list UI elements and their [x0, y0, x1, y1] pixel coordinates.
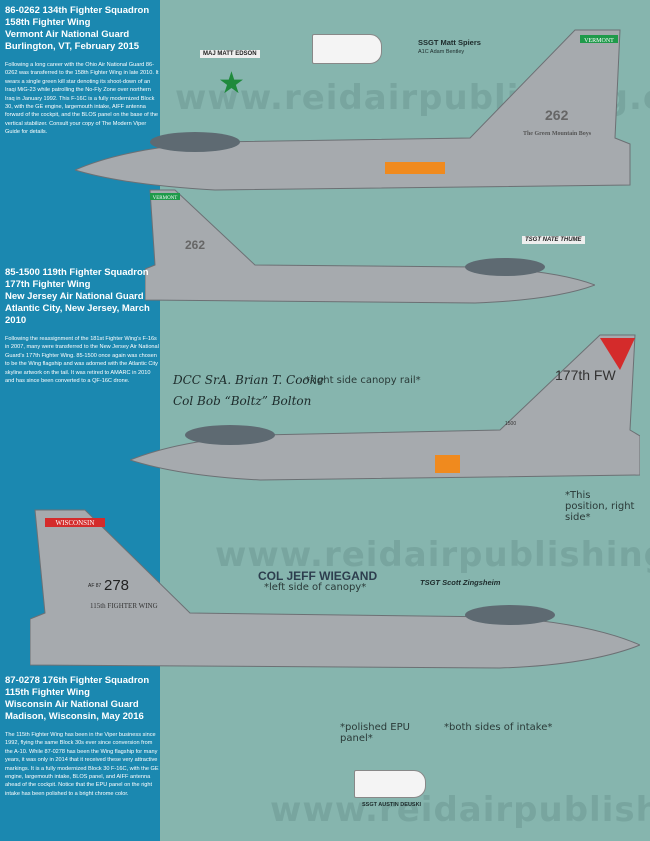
title-line: 158th Fighter Wing: [5, 17, 91, 28]
info-new-jersey: 85-1500 119th Fighter Squadron 177th Fig…: [5, 267, 160, 385]
canopy-rail-decal: [312, 34, 382, 64]
tail-motto: The Green Mountain Boys: [523, 131, 592, 137]
serial: 1500: [505, 421, 516, 427]
pilot-name-decal: TSGT NATE THUME: [522, 236, 585, 244]
title-line: New Jersey Air National Guard: [5, 291, 144, 302]
aircraft-wisconsin: WISCONSIN AF 87 278 115th FIGHTER WING: [30, 509, 640, 669]
tail-band-text: VERMONT: [153, 196, 178, 201]
placement-note: *This position, right side*: [565, 490, 635, 523]
title-line: 86-0262 134th Fighter Squadron: [5, 5, 150, 16]
description: Following a long career with the Ohio Ai…: [5, 62, 159, 136]
title-line: Madison, Wisconsin, May 2016: [5, 711, 144, 722]
title-line: Vermont Air National Guard: [5, 29, 130, 40]
placement-note: *left side of canopy*: [264, 582, 367, 593]
title-line: Wisconsin Air National Guard: [5, 699, 139, 710]
watermark: www.reidairpublishing.com: [270, 790, 650, 830]
title-line: 85-1500 119th Fighter Squadron: [5, 267, 149, 278]
tail-number: 262: [185, 238, 205, 252]
info-vermont: 86-0262 134th Fighter Squadron 158th Fig…: [5, 5, 160, 137]
tail-band-text: WISCONSIN: [56, 519, 95, 527]
kill-star-icon: ★: [218, 67, 245, 100]
fin-text: 115th FIGHTER WING: [90, 602, 158, 610]
pilot-name-decal: MAJ MATT EDSON: [200, 50, 260, 58]
tail-number: 262: [545, 107, 569, 123]
tail-prefix: AF 87: [88, 583, 102, 589]
aircraft-vermont-right: VERMONT 262: [145, 189, 595, 304]
placement-note: *both sides of intake*: [444, 722, 553, 733]
crew-chief-decal: TSGT Scott Zingsheim: [420, 578, 501, 587]
tail-band-text: VERMONT: [584, 38, 614, 44]
pilot-name-decal: COL JEFF WIEGAND: [258, 569, 378, 583]
title-line: 115th Fighter Wing: [5, 687, 90, 698]
watermark: www.reidairpublishing.com: [215, 535, 650, 575]
title-line: Burlington, VT, February 2015: [5, 41, 140, 52]
crew-chief-decal: DCC SrA. Brian T. Cooke: [173, 373, 325, 387]
tail-band: [580, 35, 618, 43]
pilot-name-decal: Col Bob “Boltz” Bolton: [173, 394, 312, 408]
info-wisconsin: 87-0278 176th Fighter Squadron 115th Fig…: [5, 675, 160, 798]
placement-note: *polished EPU panel*: [340, 722, 410, 744]
placement-note: *right side canopy rail*: [305, 375, 421, 386]
aircraft-new-jersey: 177th FW 1500: [130, 334, 640, 481]
asst-crew-chief-decal: A1C Adam Bentley: [418, 49, 465, 55]
description: Following the reassignment of the 181st …: [5, 336, 159, 385]
tail-number: 278: [104, 577, 129, 594]
crew-chief-decal: SSGT AUSTIN DEUSKI: [362, 802, 422, 808]
title-line: 87-0278 176th Fighter Squadron: [5, 675, 150, 686]
description: The 115th Fighter Wing has been in the V…: [5, 732, 159, 797]
canopy-rail-decal: [354, 770, 426, 798]
title-line: Atlantic City, New Jersey, March 2010: [5, 303, 150, 326]
info-column: [0, 0, 160, 841]
title-line: 177th Fighter Wing: [5, 279, 91, 290]
crew-chief-decal: SSGT Matt Spiers: [418, 38, 481, 47]
tail-text: 177th FW: [555, 367, 616, 383]
aircraft-vermont-left: VERMONT 262 The Green Mountain Boys: [75, 29, 631, 191]
